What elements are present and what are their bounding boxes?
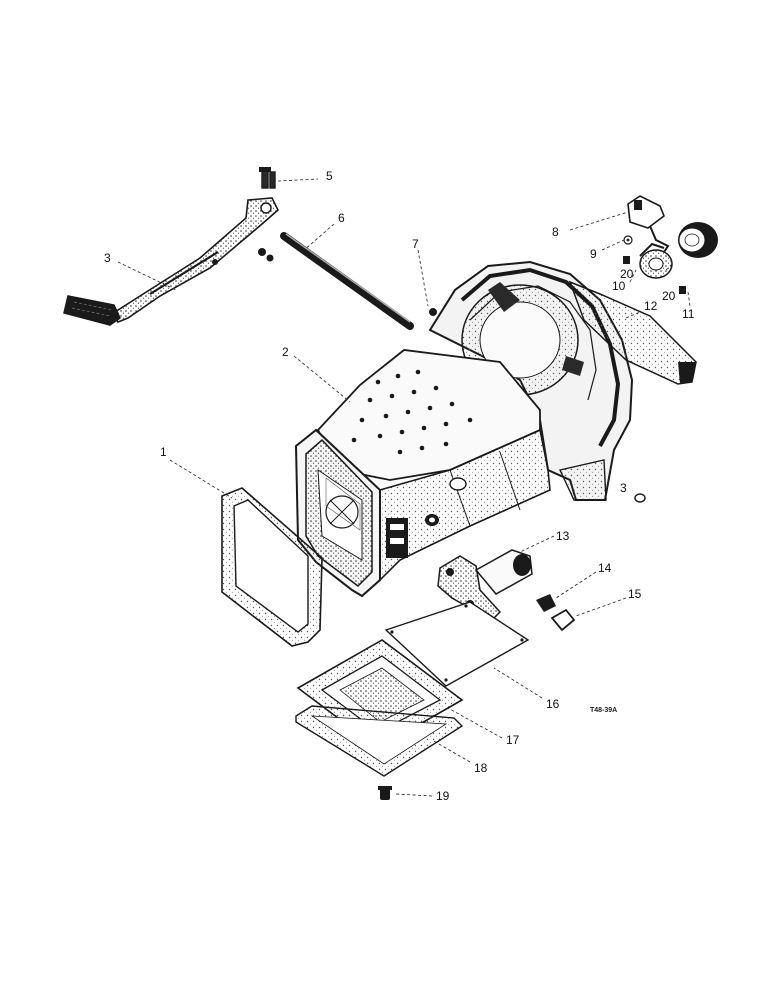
callout-20a: 20 bbox=[620, 267, 634, 281]
part-18-gasket bbox=[295, 705, 464, 777]
leader-lines bbox=[117, 178, 691, 797]
part-1-front-gasket bbox=[221, 487, 323, 647]
callout-17: 17 bbox=[506, 733, 520, 747]
callout-7: 7 bbox=[412, 237, 419, 251]
part-5-bolts bbox=[259, 167, 276, 189]
callout-12: 12 bbox=[644, 299, 658, 313]
callout-14: 14 bbox=[598, 561, 612, 575]
part-11-collar bbox=[678, 222, 718, 258]
callout-10: 10 bbox=[612, 279, 626, 293]
callout-16: 16 bbox=[546, 697, 560, 711]
part-10-bearing-carrier bbox=[639, 242, 673, 279]
callout-15: 15 bbox=[628, 587, 642, 601]
callout-18: 18 bbox=[474, 761, 488, 775]
callout-20b: 20 bbox=[662, 289, 676, 303]
callout-3b: 3 bbox=[620, 481, 627, 495]
callout-3: 3 bbox=[104, 251, 111, 265]
part-19-drain-plug bbox=[378, 786, 392, 800]
part-3-small-clip bbox=[634, 493, 646, 503]
part-7-pin bbox=[429, 308, 437, 316]
part-2-transmission-housing bbox=[294, 260, 634, 598]
part-20-screws bbox=[623, 256, 686, 294]
callout-11: 11 bbox=[682, 307, 695, 321]
callout-13: 13 bbox=[556, 529, 570, 543]
callout-labels: 5 6 3 7 8 9 20 10 20 11 12 2 1 3 13 14 1… bbox=[104, 169, 695, 803]
callout-9: 9 bbox=[590, 247, 597, 261]
callout-5: 5 bbox=[326, 169, 333, 183]
callout-19: 19 bbox=[436, 789, 450, 803]
callout-6: 6 bbox=[338, 211, 345, 225]
part-6-shaft bbox=[280, 232, 414, 330]
part-14-plug bbox=[536, 594, 556, 612]
part-3-clutch-pedal bbox=[63, 197, 279, 326]
part-9-washer bbox=[623, 235, 633, 245]
callout-8: 8 bbox=[552, 225, 559, 239]
part-8-bracket bbox=[627, 195, 670, 253]
callout-2: 2 bbox=[282, 345, 289, 359]
part-13-actuator bbox=[437, 549, 533, 623]
callout-1: 1 bbox=[160, 445, 167, 459]
reference-code: T48-39A bbox=[590, 707, 617, 714]
part-16-cover-plate bbox=[384, 601, 530, 687]
part-15-plug bbox=[550, 608, 576, 632]
part-12-cover-strip bbox=[568, 280, 697, 385]
